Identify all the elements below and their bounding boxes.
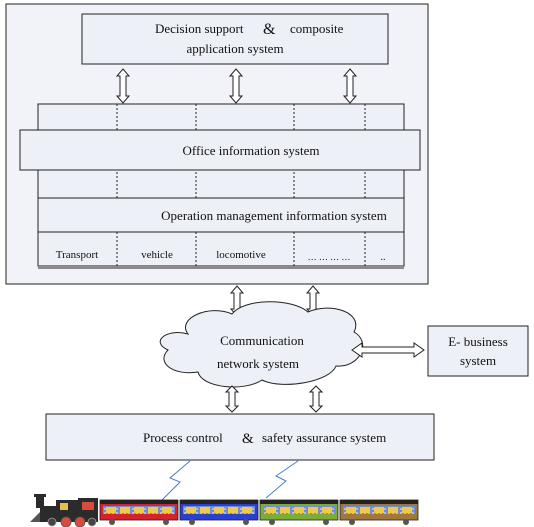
signal-bolt-icon (265, 460, 299, 499)
cloud-process-arrows (224, 385, 324, 413)
module-ellipsis: … … … … (308, 252, 351, 262)
train-car-brown (339, 499, 419, 525)
decision-office-arrows (115, 68, 358, 104)
bidirectional-arrow-icon (224, 385, 240, 413)
communication-label-2: network system (217, 356, 299, 371)
communication-label-1: Communication (220, 333, 304, 348)
ebusiness-label-1: E- business (448, 334, 508, 349)
train-car-green (259, 499, 339, 525)
train-illustration (30, 494, 419, 527)
process-control-box: Process control & safety assurance syste… (45, 413, 435, 461)
decision-support-box: Decision support & composite application… (81, 13, 389, 65)
operation-management-system: Operation management information system (37, 197, 405, 233)
module-locomotive: locomotive (216, 249, 266, 261)
decision-support-ampersand: & (263, 21, 276, 38)
safety-assurance-label: safety assurance system (262, 430, 386, 445)
locomotive-icon (30, 494, 98, 527)
process-control-label: Process control (143, 430, 223, 445)
module-transport: Transport (56, 249, 98, 261)
module-row: Transport vehicle locomotive … … … … .. (56, 249, 386, 263)
bidirectional-arrow-icon (115, 68, 131, 104)
office-information-system: Office information system (19, 129, 421, 171)
process-ampersand: & (242, 431, 254, 447)
wireless-signals (161, 460, 299, 501)
module-vehicle: vehicle (141, 249, 173, 261)
module-grid (37, 103, 405, 269)
ebusiness-system-box: E- business system (427, 325, 529, 377)
communication-network-cloud: Communication network system (159, 301, 364, 388)
decision-support-title: Decision support (155, 21, 244, 36)
svg-text:Decision support: Decision support (155, 21, 244, 36)
operation-management-label: Operation management information system (161, 208, 387, 223)
ebusiness-label-2: system (460, 353, 496, 368)
office-information-label: Office information system (183, 143, 320, 158)
module-more: .. (381, 252, 386, 263)
bidirectional-arrow-icon (308, 385, 324, 413)
train-car-blue (179, 499, 259, 525)
bidirectional-arrow-icon (342, 68, 358, 104)
decision-support-subtitle: application system (186, 41, 283, 56)
horizontal-bidirectional-arrow-icon (351, 342, 425, 358)
decision-support-composite: composite (290, 21, 344, 36)
bidirectional-arrow-icon (228, 68, 244, 104)
train-car-red (99, 499, 179, 525)
signal-bolt-icon (161, 460, 191, 501)
